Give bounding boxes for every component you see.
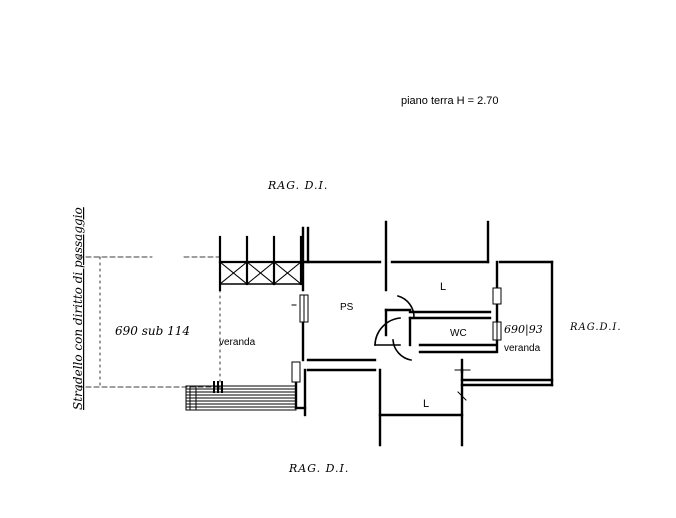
room-veranda-left: veranda xyxy=(219,337,256,348)
pergola-structure xyxy=(218,235,305,389)
plan-title: piano terra H = 2.70 xyxy=(401,95,499,107)
room-wc: WC xyxy=(450,328,467,339)
left-parcel-label: 690 sub 114 xyxy=(115,324,190,338)
left-margin-label: Stradello con diritto di passaggio xyxy=(71,207,85,410)
room-l-top: L xyxy=(440,281,446,293)
bottom-neighbor-label: RAG. D.I. xyxy=(288,462,349,475)
room-l-bottom: L xyxy=(423,398,429,410)
room-veranda-right: veranda xyxy=(504,343,541,354)
right-neighbor-label: RAG.D.I. xyxy=(569,322,622,333)
walls xyxy=(294,220,554,447)
right-parcel-label: 690|93 xyxy=(504,323,543,337)
top-neighbor-label: RAG. D.I. xyxy=(267,179,328,192)
room-ps: PS xyxy=(340,302,354,313)
stairs xyxy=(185,381,297,411)
boundary-lines xyxy=(77,256,221,388)
door-swing xyxy=(374,295,415,361)
openings xyxy=(291,287,502,401)
